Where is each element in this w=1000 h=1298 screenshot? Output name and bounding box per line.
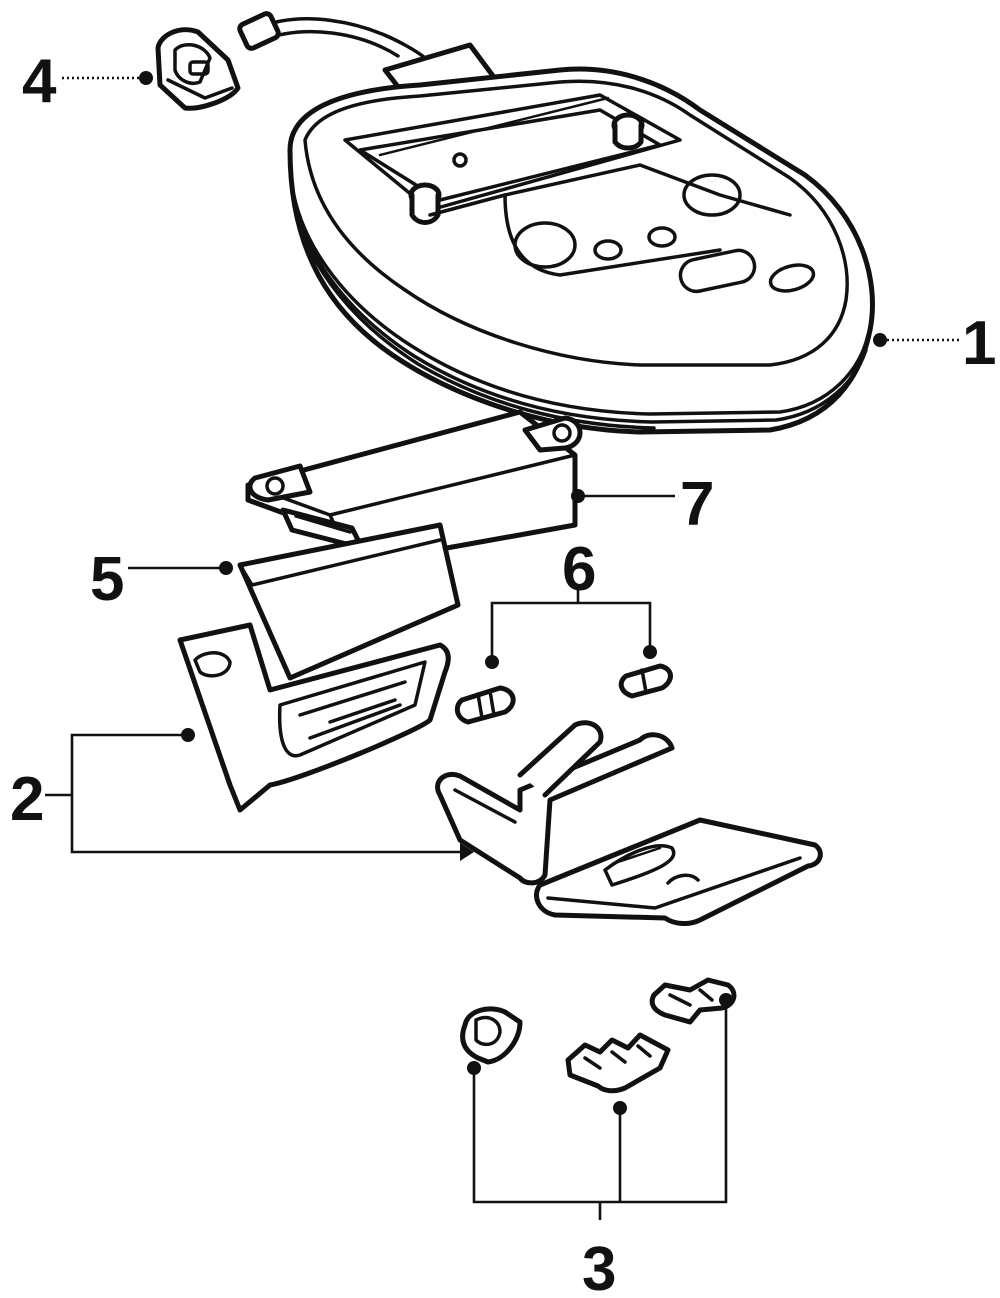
leader-lines xyxy=(45,71,960,1220)
callout-6: 6 xyxy=(562,535,596,604)
callout-4: 4 xyxy=(22,47,57,116)
callout-2: 2 xyxy=(10,765,44,834)
part-5-lens xyxy=(237,522,461,681)
callout-7: 7 xyxy=(680,470,714,539)
callout-3: 3 xyxy=(582,1235,616,1298)
callout-1: 1 xyxy=(962,309,996,378)
part-2-bezel-right xyxy=(435,720,823,926)
part-3-retainers xyxy=(460,977,737,1094)
part-6-bulbs xyxy=(454,663,673,725)
part-2-bezel-left xyxy=(177,622,451,813)
part-4-clip xyxy=(155,27,241,111)
callout-5: 5 xyxy=(90,545,124,614)
part-1-overhead-console xyxy=(237,11,875,435)
